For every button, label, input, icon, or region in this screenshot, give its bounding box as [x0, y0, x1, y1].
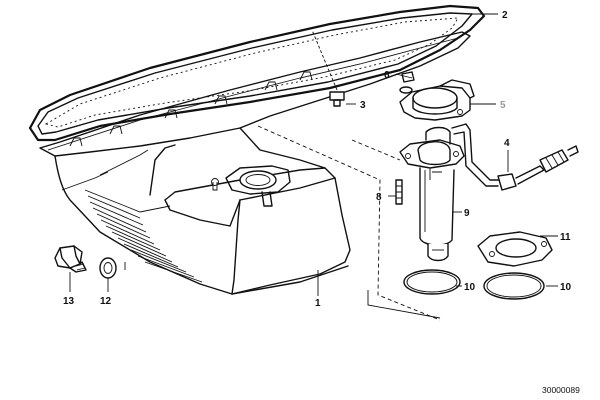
callout-8: 8 [376, 192, 382, 203]
drain-plug-washer[interactable] [99, 257, 117, 279]
callout-2: 2 [502, 10, 508, 21]
gasket-plate[interactable] [477, 231, 553, 267]
callout-10-pump: 10 [464, 282, 476, 293]
oil-pan[interactable] [39, 31, 471, 295]
oil-pan-gasket[interactable] [28, 4, 486, 142]
bolt[interactable] [329, 91, 345, 107]
callout-4: 4 [504, 138, 510, 149]
drain-plug[interactable] [54, 245, 87, 273]
reference-number: 30000089 [542, 385, 580, 395]
callout-12: 12 [100, 296, 112, 307]
callout-3: 3 [360, 100, 366, 111]
callout-5: 5 [500, 100, 506, 111]
stud[interactable] [395, 179, 403, 205]
callout-6: 6 [384, 70, 390, 81]
o-ring-pump[interactable] [403, 269, 461, 295]
callout-10-plate: 10 [560, 282, 572, 293]
o-ring-plate[interactable] [483, 272, 545, 300]
oil-pump-bracket[interactable] [399, 79, 475, 121]
callout-1: 1 [315, 298, 321, 309]
callout-11: 11 [560, 232, 571, 243]
callout-13: 13 [63, 296, 75, 307]
oil-pump[interactable] [399, 126, 465, 262]
callout-9: 9 [464, 208, 470, 219]
oil-pipe[interactable] [451, 123, 579, 191]
